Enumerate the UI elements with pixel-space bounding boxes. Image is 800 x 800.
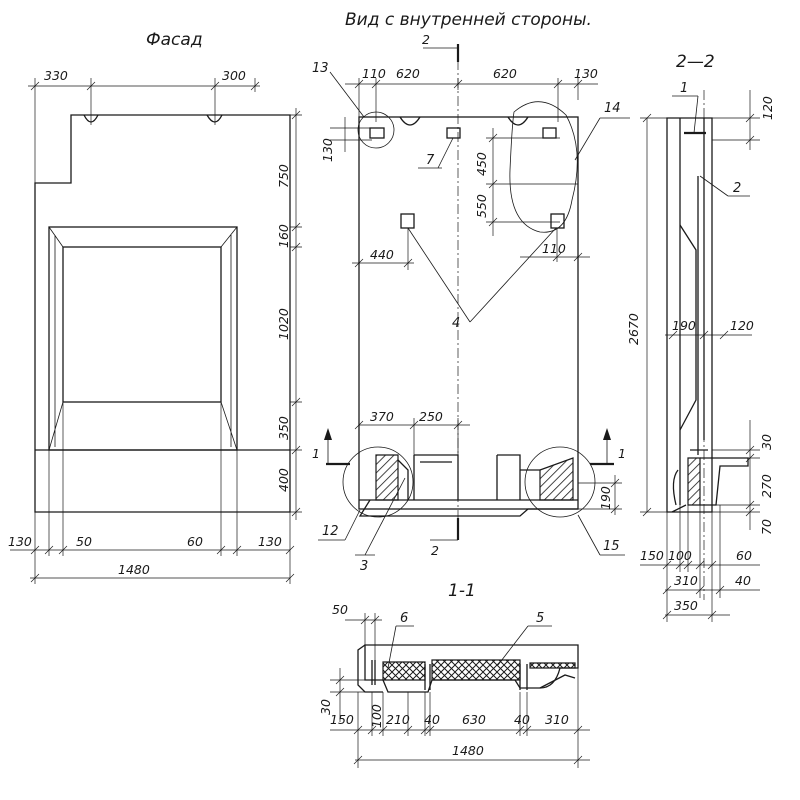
section-1-1-dim-40-a: 40 bbox=[424, 712, 440, 727]
facade-dim-60: 60 bbox=[187, 534, 203, 549]
inner-dim-620-b: 620 bbox=[493, 66, 517, 81]
facade-dim-750: 750 bbox=[276, 164, 291, 188]
facade-view: Фасад 330 300 750 160 1020 350 400 bbox=[8, 30, 302, 584]
callout-4: 4 bbox=[452, 316, 460, 331]
section-2-2-dim-310: 310 bbox=[674, 573, 698, 588]
callout-circle-12 bbox=[342, 446, 414, 518]
embed-13 bbox=[369, 127, 385, 139]
cut-1-left-label: 1 bbox=[312, 446, 320, 461]
callout-13: 13 bbox=[312, 61, 329, 76]
section-1-1-insulation-5 bbox=[431, 659, 521, 681]
facade-dim-130-left: 130 bbox=[8, 534, 32, 549]
embed-7 bbox=[446, 127, 461, 139]
section-1-1-dim-210: 210 bbox=[386, 712, 410, 727]
facade-dim-160: 160 bbox=[276, 224, 291, 248]
section-2-2-dim-150: 150 bbox=[640, 548, 664, 563]
inner-side-view: Вид с внутренней стороны. 2 2 13 14 7 bbox=[312, 10, 630, 574]
section-2-2-dim-120-mid: 120 bbox=[730, 318, 754, 333]
window-reveal-lines bbox=[48, 226, 238, 451]
section-2-2-view: 2—2 1 2 120 2670 190 120 bbox=[626, 52, 775, 622]
facade-notch-right bbox=[206, 114, 223, 123]
section-2-2-dim-120-top: 120 bbox=[760, 96, 775, 120]
inner-dim-130-top: 130 bbox=[574, 66, 598, 81]
section-1-1-dim-150: 150 bbox=[330, 712, 354, 727]
section-2-2-dim-270: 270 bbox=[759, 474, 774, 498]
section-1-1-dim-30: 30 bbox=[318, 699, 333, 715]
section-1-1-title: 1-1 bbox=[448, 581, 476, 601]
section-1-1-dim-630: 630 bbox=[462, 712, 486, 727]
facade-dim-330: 330 bbox=[44, 68, 68, 83]
facade-dim-1020: 1020 bbox=[276, 308, 291, 340]
facade-title: Фасад bbox=[146, 30, 203, 50]
section-1-1-dim-40-b: 40 bbox=[514, 712, 530, 727]
inner-dim-450: 450 bbox=[474, 152, 489, 176]
section-2-2-dim-30: 30 bbox=[759, 434, 774, 450]
facade-dim-350: 350 bbox=[276, 416, 291, 440]
window-opening bbox=[62, 246, 222, 403]
section-2-2-title: 2—2 bbox=[676, 52, 715, 72]
inner-dim-620-a: 620 bbox=[396, 66, 420, 81]
section-2-2-dim-70: 70 bbox=[759, 519, 774, 535]
facade-dim-50: 50 bbox=[76, 534, 92, 549]
inner-hatch-right bbox=[539, 457, 574, 501]
callout-7: 7 bbox=[426, 153, 435, 168]
section-2-2-dim-60: 60 bbox=[736, 548, 752, 563]
section-1-1-callout-6: 6 bbox=[400, 611, 408, 626]
callout-circle-15 bbox=[524, 446, 596, 518]
inner-dim-250: 250 bbox=[419, 409, 443, 424]
section-2-2-outline bbox=[666, 117, 713, 513]
embed-4-left bbox=[400, 213, 415, 229]
window-frame-outer bbox=[48, 226, 238, 451]
inner-dim-370: 370 bbox=[370, 409, 394, 424]
callout-3: 3 bbox=[360, 559, 368, 574]
facade-dim-300: 300 bbox=[222, 68, 246, 83]
inner-dim-190: 190 bbox=[598, 486, 613, 510]
cut-2-top-label: 2 bbox=[422, 32, 430, 47]
inner-dim-440: 440 bbox=[370, 247, 394, 262]
callout-15: 15 bbox=[603, 539, 620, 554]
section-2-2-dim-190: 190 bbox=[672, 318, 696, 333]
section-1-1-view: 1-1 6 5 50 30 150 100 bbox=[318, 581, 590, 768]
inner-hatch-left bbox=[375, 454, 399, 501]
section-2-2-dim-350: 350 bbox=[674, 598, 698, 613]
cut-2-bottom-label: 2 bbox=[431, 543, 439, 558]
cut-1-right-label: 1 bbox=[618, 446, 626, 461]
section-2-2-callout-2: 2 bbox=[733, 181, 741, 196]
callout-loop-14 bbox=[509, 101, 578, 233]
callout-12: 12 bbox=[322, 524, 339, 539]
inner-dim-550: 550 bbox=[474, 194, 489, 218]
section-2-2-dim-40: 40 bbox=[735, 573, 751, 588]
callout-14: 14 bbox=[604, 101, 621, 116]
facade-dim-1480: 1480 bbox=[118, 562, 150, 577]
section-1-1-callout-5: 5 bbox=[536, 611, 544, 626]
inner-dim-110-top: 110 bbox=[362, 66, 386, 81]
section-1-1-dim-50: 50 bbox=[332, 602, 348, 617]
inner-view-title: Вид с внутренней стороны. bbox=[345, 10, 592, 30]
embed-4-right bbox=[550, 213, 565, 229]
section-2-2-dim-100: 100 bbox=[668, 548, 692, 563]
section-1-1-insulation-6 bbox=[382, 661, 426, 681]
section-2-2-dim-2670: 2670 bbox=[626, 313, 641, 345]
facade-dim-400: 400 bbox=[276, 468, 291, 492]
section-1-1-dim-310: 310 bbox=[545, 712, 569, 727]
facade-dim-130-right: 130 bbox=[258, 534, 282, 549]
inner-dim-110-right: 110 bbox=[542, 241, 566, 256]
section-2-2-callout-1: 1 bbox=[680, 81, 688, 96]
section-1-1-dim-1480: 1480 bbox=[452, 743, 484, 758]
facade-outline bbox=[34, 114, 291, 513]
section-1-1-dim-100: 100 bbox=[369, 704, 384, 728]
inner-dim-130-left: 130 bbox=[320, 138, 335, 162]
inner-panel-outline bbox=[358, 116, 579, 510]
